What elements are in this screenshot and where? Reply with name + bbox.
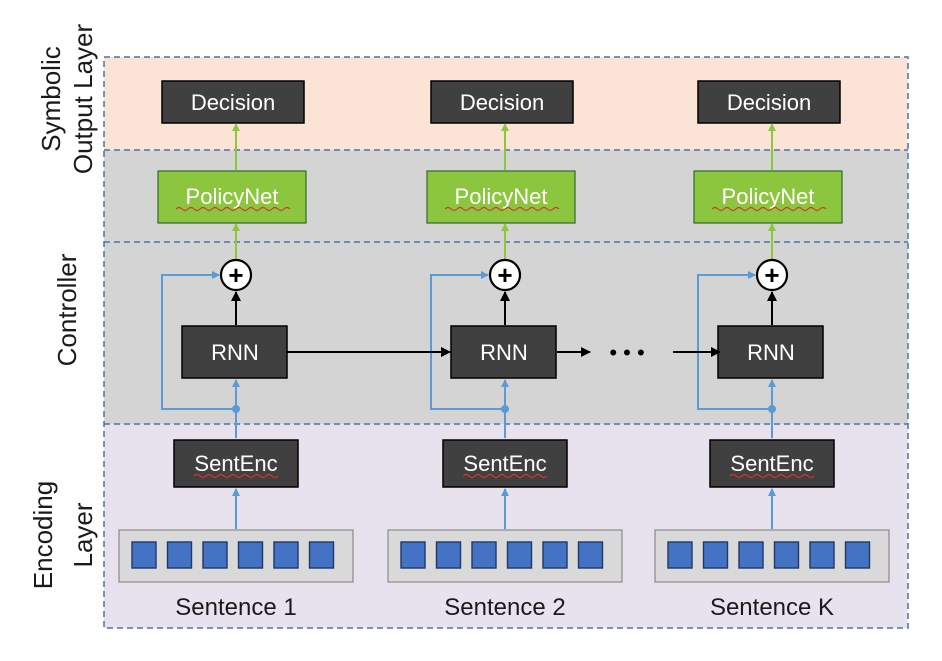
ellipsis: • • • xyxy=(609,340,644,365)
plus-symbol: + xyxy=(497,260,512,290)
output-layer-label-line2: Output Layer xyxy=(68,24,98,175)
spellcheck-underline xyxy=(444,206,560,212)
word-token xyxy=(667,541,693,569)
word-token xyxy=(738,541,764,569)
spellcheck-underline xyxy=(711,206,827,212)
diagram-border xyxy=(103,56,909,629)
rnn-label: RNN xyxy=(211,340,259,365)
junction-dot xyxy=(768,405,776,413)
word-token xyxy=(773,541,800,569)
spellcheck-underline xyxy=(175,206,291,212)
spellcheck-underline xyxy=(462,473,548,479)
word-token xyxy=(809,541,835,569)
decision-box xyxy=(430,80,574,124)
residual-connection xyxy=(430,271,505,410)
policynet-box xyxy=(426,170,576,224)
decision-label: Decision xyxy=(460,90,544,115)
output-layer-label-line1: Symbolic xyxy=(36,46,66,151)
policynet-label: PolicyNet xyxy=(722,184,815,209)
word-token xyxy=(435,541,462,569)
residual-connection xyxy=(161,271,236,410)
decision-box xyxy=(697,80,841,124)
policynet-box xyxy=(693,170,843,224)
encoding-layer-label-line1: Encoding xyxy=(28,481,58,589)
sentence-label: Sentence K xyxy=(710,594,834,621)
word-token xyxy=(131,541,157,569)
word-token xyxy=(273,541,299,569)
spellcheck-underline xyxy=(729,473,815,479)
policynet-box xyxy=(157,170,307,224)
word-token xyxy=(166,541,193,569)
plus-symbol: + xyxy=(228,260,243,290)
sentenc-box xyxy=(709,439,835,488)
word-token xyxy=(308,541,335,569)
sentence-label: Sentence 1 xyxy=(175,594,296,621)
sentenc-label: SentEnc xyxy=(194,451,277,476)
controller-layer-label: Controller xyxy=(52,253,82,366)
sentenc-label: SentEnc xyxy=(463,451,546,476)
plus-circle-icon xyxy=(219,258,253,292)
sentence-label: Sentence 2 xyxy=(444,594,565,621)
word-token xyxy=(844,541,871,569)
decision-label: Decision xyxy=(727,90,811,115)
word-token xyxy=(237,541,264,569)
residual-connection xyxy=(697,271,772,410)
word-token xyxy=(471,541,497,569)
plus-symbol: + xyxy=(764,260,779,290)
word-token xyxy=(577,541,604,569)
rnn-label: RNN xyxy=(747,340,795,365)
word-token xyxy=(506,541,533,569)
decision-box xyxy=(161,80,305,124)
plus-circle-icon xyxy=(755,258,789,292)
sentenc-box xyxy=(442,439,568,488)
word-token xyxy=(400,541,426,569)
junction-dot xyxy=(501,405,509,413)
plus-circle-icon xyxy=(488,258,522,292)
sentenc-box xyxy=(173,439,299,488)
word-token xyxy=(202,541,228,569)
word-token xyxy=(702,541,729,569)
word-token xyxy=(542,541,568,569)
policynet-label: PolicyNet xyxy=(186,184,279,209)
rnn-box xyxy=(450,325,557,379)
rnn-label: RNN xyxy=(480,340,528,365)
decision-label: Decision xyxy=(191,90,275,115)
sentenc-label: SentEnc xyxy=(730,451,813,476)
policynet-label: PolicyNet xyxy=(455,184,548,209)
spellcheck-underline xyxy=(193,473,279,479)
rnn-box xyxy=(181,325,288,379)
encoding-layer-label-line2: Layer xyxy=(68,502,98,567)
junction-dot xyxy=(232,405,240,413)
